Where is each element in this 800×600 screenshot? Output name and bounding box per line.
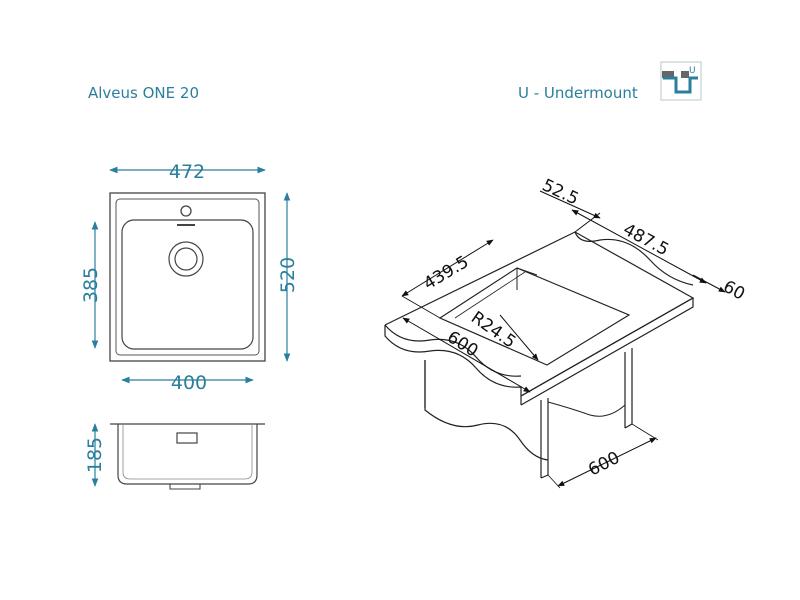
sink-top-view	[109, 192, 266, 362]
dimension-length: 520	[277, 192, 299, 362]
cabinet-back-wave	[547, 401, 626, 417]
dimension-cabinet-depth-label: 487.5	[620, 220, 672, 261]
overflow-slot	[176, 432, 198, 444]
drain-outer	[168, 241, 204, 277]
installation-view	[384, 231, 695, 479]
undermount-icon-letter: U	[689, 66, 696, 76]
dimension-offset-back-label: 52.5	[539, 175, 582, 209]
undermount-icon: U	[660, 61, 702, 101]
dimension-bowl-length: 385	[80, 221, 102, 349]
mount-type-label: U - Undermount	[518, 84, 638, 102]
dimension-width: 472	[109, 161, 266, 183]
cabinet-front-wave	[424, 360, 549, 461]
tap-hole	[180, 205, 192, 217]
dimension-cabinet-width-label: 600	[585, 448, 623, 481]
dimension-offset-back: 52.5	[539, 175, 601, 233]
dimension-cabinet-width: 600	[547, 423, 659, 489]
dimension-bowl-width: 400	[121, 372, 254, 394]
drain-outlet	[169, 484, 201, 490]
product-name: Alveus ONE 20	[88, 84, 199, 102]
dimension-front-overhang-label: 60	[720, 277, 748, 305]
dimension-length-label: 520	[277, 257, 299, 293]
dimension-depth: 185	[84, 423, 106, 487]
dimension-corner-radius: R24.5	[467, 308, 539, 361]
sink-side-view	[110, 423, 265, 490]
dimension-width-label: 472	[169, 161, 205, 183]
dimension-bowl-length-label: 385	[80, 267, 102, 303]
dimension-cutout-width-label: 439.5	[420, 252, 472, 294]
dimension-cabinet-depth: 487.5	[571, 209, 707, 284]
dimension-depth-label: 185	[84, 437, 106, 473]
drain-inner	[174, 247, 198, 271]
dimension-front-overhang: 60	[692, 274, 748, 305]
dimension-bowl-width-label: 400	[171, 372, 207, 394]
